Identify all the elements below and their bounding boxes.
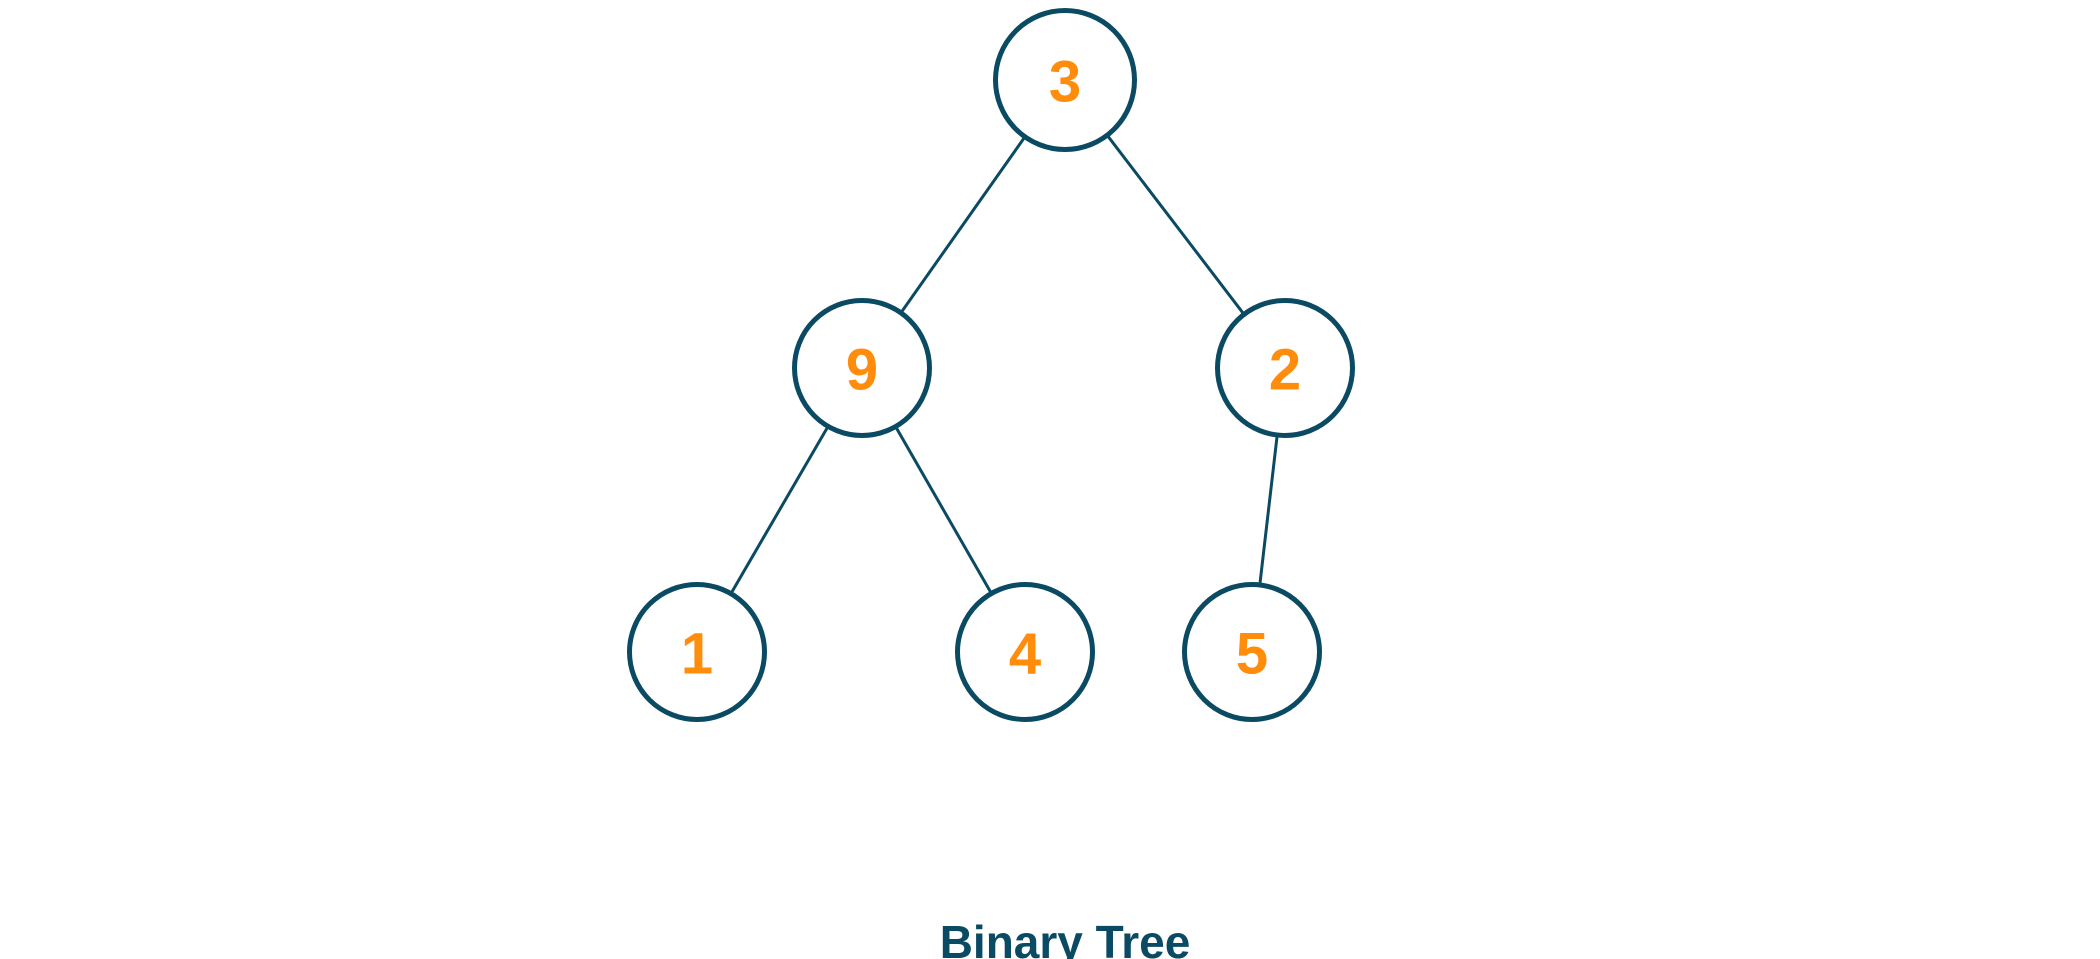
tree-edge-9-to-1 — [730, 426, 829, 594]
tree-node-1[interactable]: 1 — [627, 582, 767, 722]
tree-node-3[interactable]: 3 — [993, 8, 1137, 152]
edges-group — [730, 134, 1279, 594]
node-circle-4[interactable] — [955, 582, 1095, 722]
node-label-4: 4 — [1009, 622, 1041, 687]
node-circle-3[interactable] — [993, 8, 1137, 152]
tree-node-2[interactable]: 2 — [1215, 298, 1355, 438]
node-circle-9[interactable] — [792, 298, 932, 438]
node-label-1: 1 — [681, 622, 713, 687]
node-circle-2[interactable] — [1215, 298, 1355, 438]
node-label-2: 2 — [1269, 338, 1301, 403]
tree-edge-2-to-5 — [1258, 435, 1279, 585]
node-circle-5[interactable] — [1182, 582, 1322, 722]
node-label-5: 5 — [1236, 622, 1268, 687]
tree-edge-3-to-2 — [1106, 134, 1245, 315]
tree-edge-3-to-9 — [900, 136, 1026, 314]
tree-node-4[interactable]: 4 — [955, 582, 1095, 722]
tree-edge-9-to-4 — [894, 426, 993, 594]
tree-node-5[interactable]: 5 — [1182, 582, 1322, 722]
node-label-9: 9 — [846, 338, 878, 403]
node-circle-1[interactable] — [627, 582, 767, 722]
nodes-group: 3 9 2 1 4 5 — [627, 8, 1355, 722]
diagram-title: Binary Tree — [940, 916, 1191, 959]
node-label-3: 3 — [1049, 50, 1081, 115]
tree-node-9[interactable]: 9 — [792, 298, 932, 438]
